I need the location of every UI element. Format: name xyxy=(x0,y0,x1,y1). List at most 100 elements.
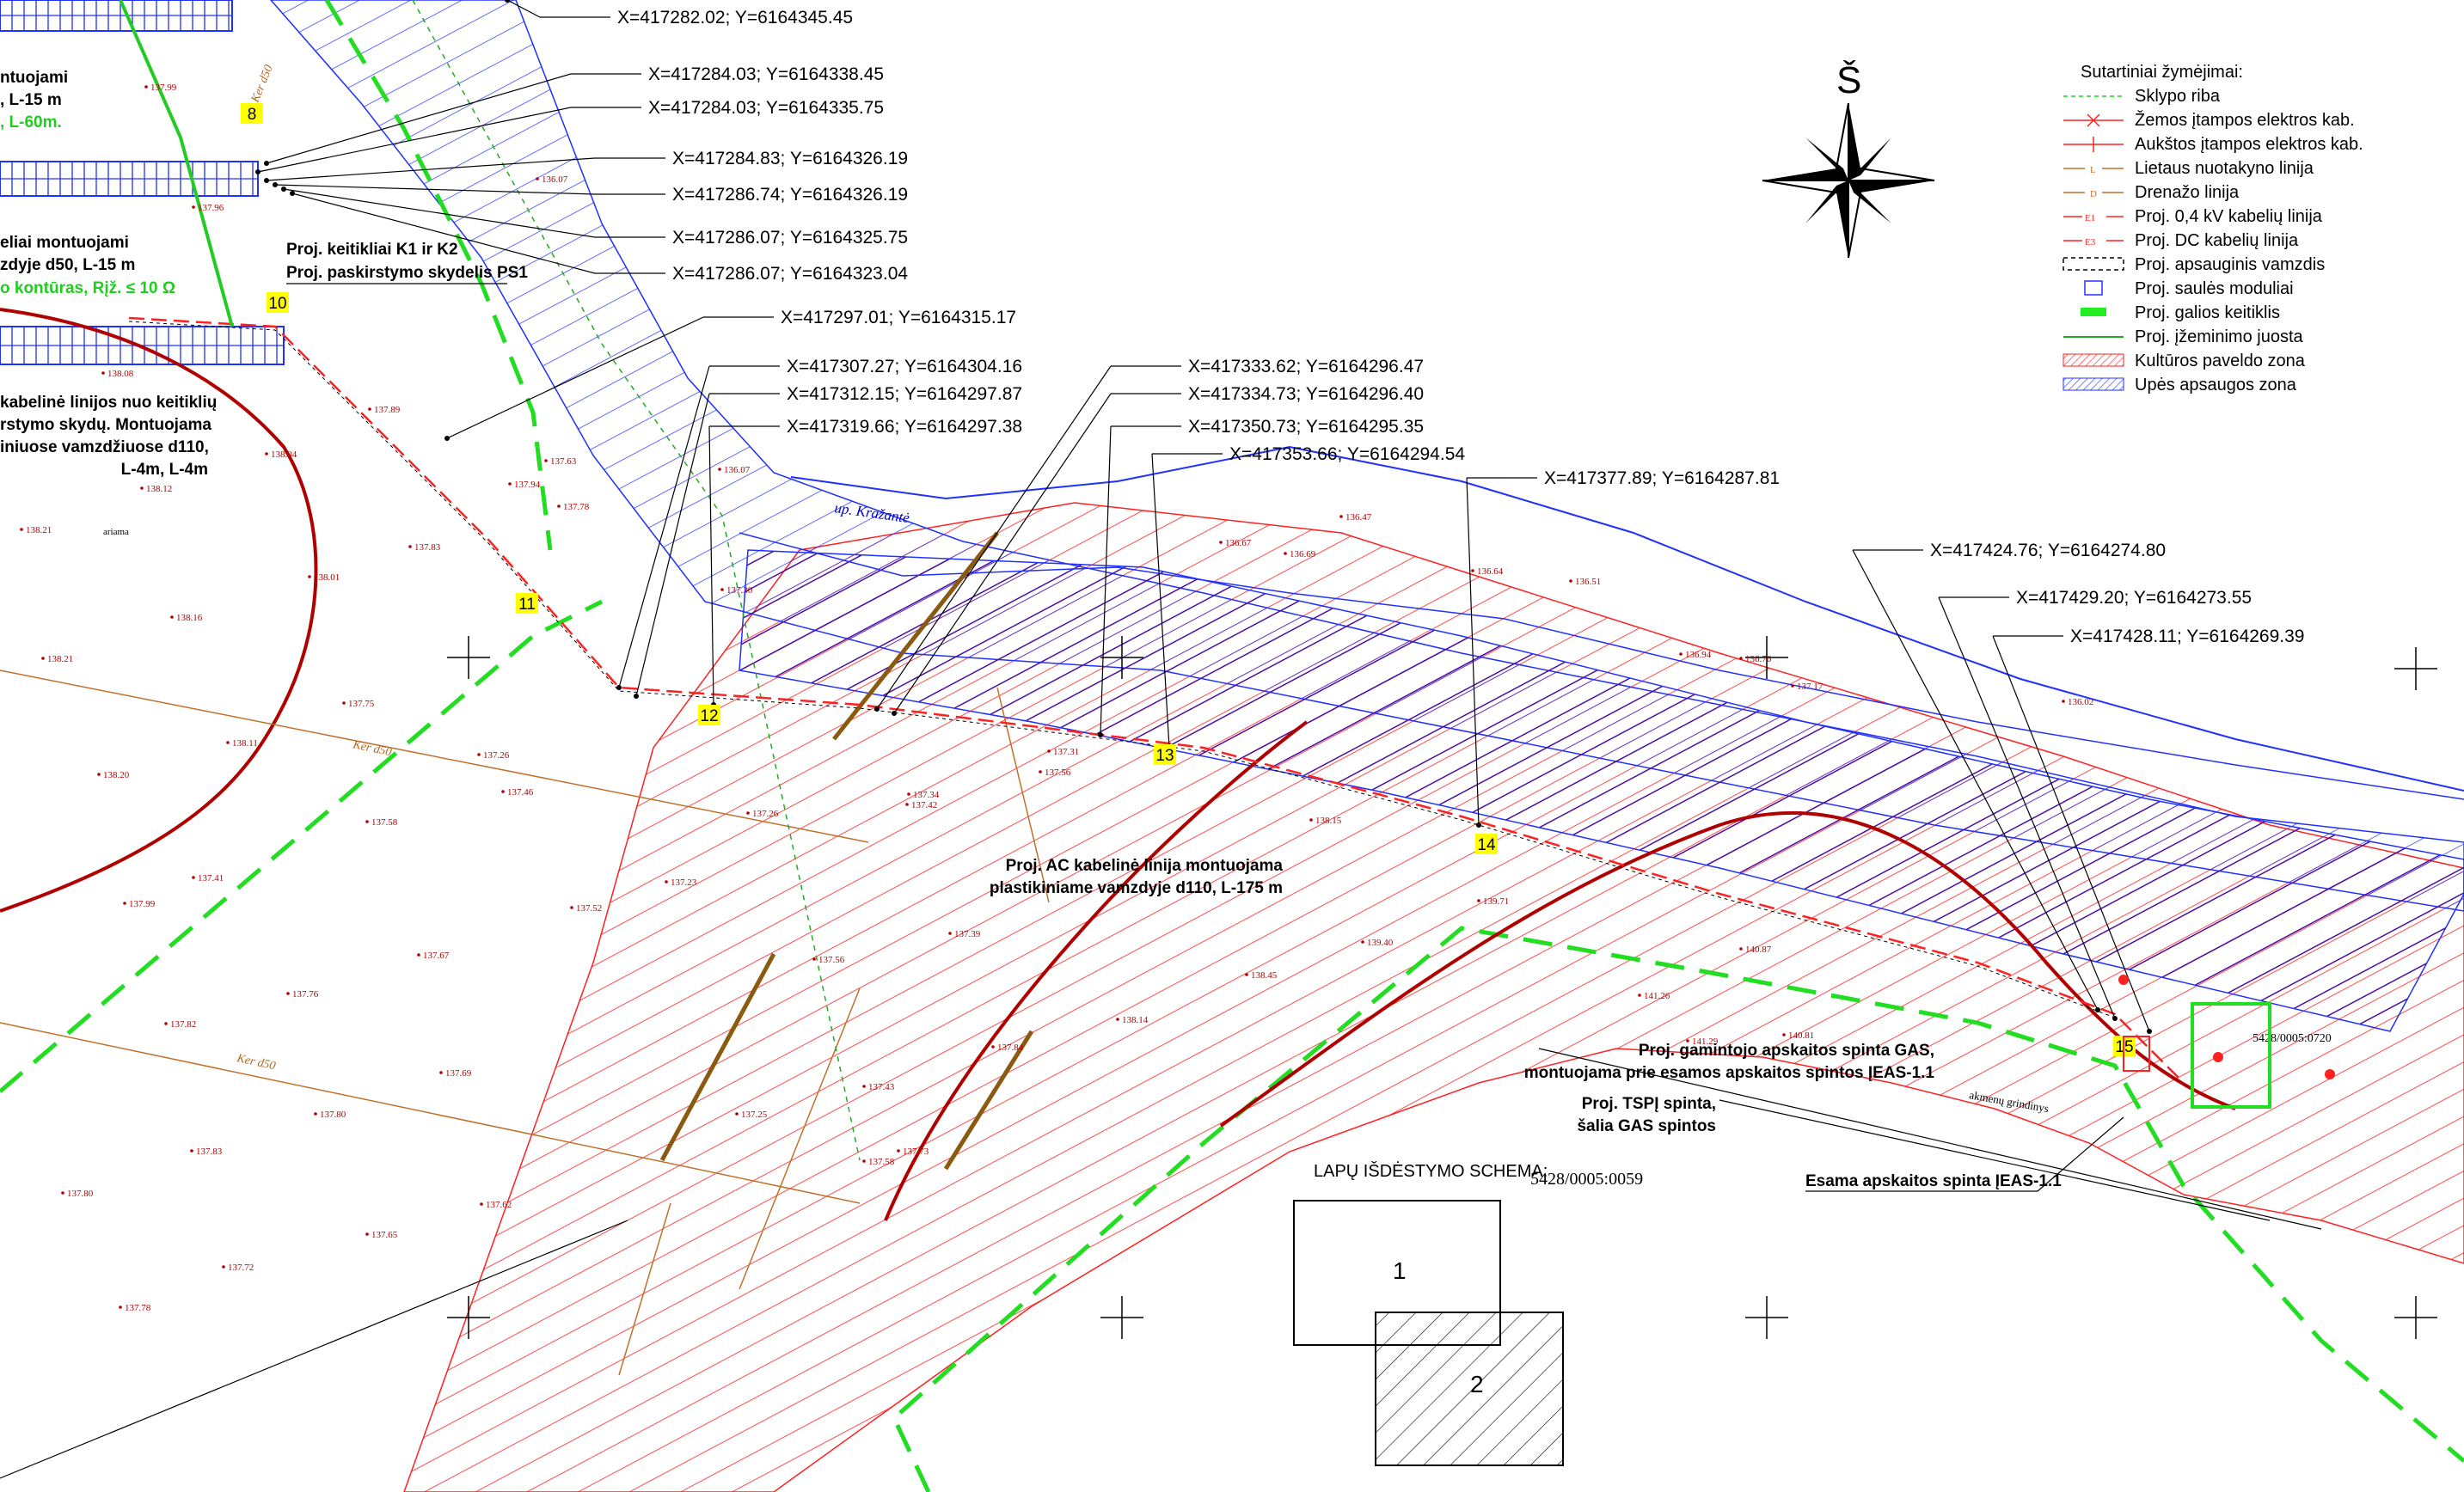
spot-height-dot xyxy=(1569,579,1572,583)
spot-height-dot xyxy=(746,811,750,815)
note-tsp-2: šalia GAS spintos xyxy=(1577,1117,1716,1135)
legend-label: Aukštos įtampos elektros kab. xyxy=(2135,135,2363,154)
coordinate-point xyxy=(264,178,269,183)
spot-height-dot xyxy=(557,504,561,508)
spot-height-dot xyxy=(408,545,412,548)
spot-height-dot xyxy=(439,1071,443,1074)
spot-height-label: 137.63 xyxy=(550,456,577,467)
spot-height-label: 137.69 xyxy=(445,1068,472,1079)
north-label: Š xyxy=(1836,58,1861,101)
station-number: 13 xyxy=(1155,747,1174,765)
station-number: 14 xyxy=(1477,836,1496,854)
spot-height-dot xyxy=(718,468,721,471)
coordinate-label: X=417319.66; Y=6164297.38 xyxy=(787,417,1022,437)
spot-height-dot xyxy=(342,701,346,705)
coordinate-label: X=417428.11; Y=6164269.39 xyxy=(2070,627,2305,646)
ariama-label: ariama xyxy=(103,527,129,537)
coordinate-point xyxy=(264,161,269,166)
spot-height-label: 136.07 xyxy=(542,174,568,185)
spot-height-label: 137.26 xyxy=(752,809,779,819)
spot-height-label: 136.07 xyxy=(724,465,751,475)
spot-height-dot xyxy=(1039,770,1042,774)
legend-item: Aukštos įtampos elektros kab. xyxy=(2063,135,2363,154)
spot-height-label: 138.15 xyxy=(1315,816,1342,826)
spot-height-label: 137.41 xyxy=(198,873,224,884)
spot-height-dot xyxy=(417,953,420,957)
spot-height-dot xyxy=(226,741,230,744)
coordinate-label: X=417284.03; Y=6164335.75 xyxy=(648,98,884,118)
left-note-8: rstymo skydų. Montuojama xyxy=(0,416,211,434)
projected-04kv-cable xyxy=(128,316,2185,1084)
coordinate-leader xyxy=(618,365,710,688)
coordinate-label: X=417284.83; Y=6164326.19 xyxy=(672,149,908,168)
parcel-id-label: 5428/0005:0720 xyxy=(2253,1032,2332,1045)
spot-height-label: 137.26 xyxy=(483,750,510,761)
spot-height-dot xyxy=(140,486,144,490)
spot-height-label: 137.43 xyxy=(868,1082,895,1092)
ker-label-3: Ker d50 xyxy=(248,64,275,106)
spot-height-label: 137.31 xyxy=(1053,747,1079,757)
coordinate-label: X=417429.20; Y=6164273.55 xyxy=(2016,588,2252,608)
spot-height-dot xyxy=(308,575,311,578)
spot-height-label: 139.40 xyxy=(1367,938,1394,948)
coordinate-leader xyxy=(893,393,1112,714)
spot-height-label: 137.46 xyxy=(507,787,534,798)
spot-height-label: 138.20 xyxy=(103,770,130,780)
legend-item: Proj. saulės moduliai xyxy=(2084,279,2294,298)
spot-height-label: 137.83 xyxy=(414,542,441,553)
river-bank-line-2 xyxy=(739,532,2464,800)
coordinate-point xyxy=(290,191,295,196)
spot-height-label: 138.21 xyxy=(26,525,52,535)
note-gas-1: Proj. gamintojo apskaitos spinta GAS, xyxy=(1639,1042,1934,1060)
parcel-boundary-diag xyxy=(0,599,604,1093)
spot-height-label: 140.81 xyxy=(1788,1030,1814,1041)
spot-height-label: 137.17 xyxy=(1797,682,1823,692)
spot-height-dot xyxy=(907,792,910,796)
spot-height-dot xyxy=(508,482,512,486)
spot-height-dot xyxy=(1638,994,1641,997)
spot-height-dot xyxy=(1047,749,1051,753)
coordinate-leader xyxy=(708,425,714,706)
left-note-6: o kontūras, Rįž. ≤ 10 Ω xyxy=(0,279,175,297)
coordinate-point xyxy=(616,685,622,690)
coordinate-point xyxy=(505,0,510,3)
coordinate-label: X=417377.89; Y=6164287.81 xyxy=(1544,468,1780,488)
spot-height-dot xyxy=(1116,1018,1119,1021)
legend-label: Proj. galios keitiklis xyxy=(2135,303,2280,322)
coordinate-leader xyxy=(274,184,596,195)
spot-height-dot xyxy=(314,1112,317,1116)
coordinate-leader xyxy=(876,365,1112,710)
spot-height-label: 137.89 xyxy=(374,405,401,415)
left-note-10: L-4m, L-4m xyxy=(121,461,208,479)
spot-height-dot xyxy=(192,876,195,879)
legend-symbol xyxy=(2084,280,2103,296)
spot-height-label: 137.23 xyxy=(671,877,697,888)
left-note-9: iniuose vamzdžiuose d110, xyxy=(0,438,209,456)
coordinate-label: X=417297.01; Y=6164315.17 xyxy=(781,308,1016,327)
metering-area xyxy=(2118,975,2335,1109)
coordinate-label: X=417286.74; Y=6164326.19 xyxy=(672,185,908,205)
coordinate-leader xyxy=(291,193,596,274)
left-note-4: eliai montuojami xyxy=(0,234,129,252)
spot-height-dot xyxy=(97,773,101,776)
legend-symbol xyxy=(2063,353,2124,367)
left-note-2: , L-15 m xyxy=(0,91,62,109)
spot-height-dot xyxy=(897,1149,900,1153)
station-badge xyxy=(241,103,263,124)
parcel-boundary-bottom xyxy=(891,926,2464,1492)
coordinate-label: X=417312.15; Y=6164297.87 xyxy=(787,384,1022,404)
spot-height-label: 141.26 xyxy=(1644,991,1670,1001)
dc-cable-green xyxy=(119,0,234,327)
coordinate-point xyxy=(273,182,278,187)
spot-height-dot xyxy=(1309,818,1313,822)
spot-height-label: 137.96 xyxy=(198,203,224,213)
legend-symbol: L xyxy=(2090,165,2096,175)
spot-height-label: 137.34 xyxy=(913,790,940,800)
left-note-3: , L-60m. xyxy=(0,113,62,131)
station-number: 10 xyxy=(268,295,286,313)
legend-symbol: E3 xyxy=(2085,237,2096,248)
legend-label: Upės apsaugos zona xyxy=(2135,376,2297,394)
station-badge xyxy=(698,705,720,725)
